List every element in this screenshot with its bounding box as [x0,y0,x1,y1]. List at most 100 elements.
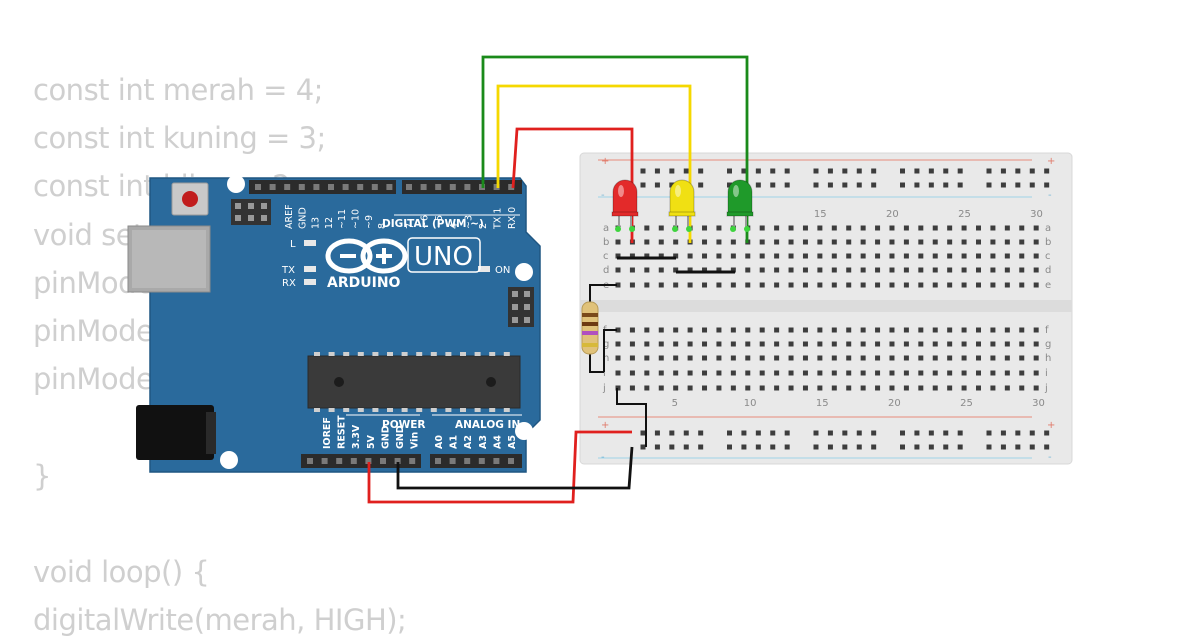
breadboard-hole[interactable] [1019,327,1025,333]
breadboard-hole[interactable] [990,341,996,347]
breadboard-hole[interactable] [846,282,852,288]
breadboard-hole[interactable] [702,341,708,347]
breadboard-hole[interactable] [961,355,967,361]
breadboard-hole[interactable] [615,327,621,333]
header-pin[interactable] [371,184,378,190]
breadboard-hole[interactable] [860,370,866,376]
breadboard-hole[interactable] [875,225,881,231]
breadboard-hole[interactable] [860,355,866,361]
breadboard-hole[interactable] [745,355,751,361]
breadboard-hole[interactable] [702,327,708,333]
header-pin[interactable] [406,184,412,190]
breadboard-hole[interactable] [759,370,765,376]
breadboard-hole[interactable] [759,385,765,391]
breadboard-hole[interactable] [759,341,765,347]
breadboard-hole[interactable] [976,385,981,391]
breadboard-hole[interactable] [846,225,852,231]
breadboard-hole[interactable] [644,253,650,259]
breadboard-hole[interactable] [788,355,794,361]
breadboard-hole[interactable] [774,327,780,333]
breadboard-hole[interactable] [976,239,981,245]
breadboard-hole[interactable] [774,225,780,231]
breadboard-hole[interactable] [629,267,635,273]
rail-hole[interactable] [827,182,833,188]
breadboard-hole[interactable] [687,327,693,333]
breadboard-hole[interactable] [1019,267,1025,273]
breadboard-hole[interactable] [889,355,895,361]
breadboard-hole[interactable] [759,267,765,273]
breadboard-hole[interactable] [860,253,866,259]
rail-hole[interactable] [669,430,675,436]
header-pin[interactable] [493,458,500,464]
red-power-wire[interactable] [367,430,632,504]
breadboard-hole[interactable] [644,225,650,231]
breadboard-hole[interactable] [716,355,722,361]
breadboard-hole[interactable] [673,341,679,347]
rail-hole[interactable] [900,168,905,174]
rail-hole[interactable] [1029,444,1035,450]
breadboard-hole[interactable] [1033,282,1039,288]
breadboard-hole[interactable] [802,370,808,376]
rail-hole[interactable] [813,168,819,174]
resistor[interactable] [581,284,617,373]
breadboard-hole[interactable] [889,253,895,259]
breadboard-hole[interactable] [788,253,794,259]
breadboard-hole[interactable] [875,267,881,273]
rail-hole[interactable] [1044,168,1050,174]
rail-hole[interactable] [928,168,934,174]
breadboard-hole[interactable] [990,267,996,273]
breadboard-hole[interactable] [1004,239,1010,245]
breadboard-hole[interactable] [802,239,808,245]
breadboard-hole[interactable] [918,385,924,391]
breadboard-hole[interactable] [687,370,693,376]
breadboard-hole[interactable] [947,239,953,245]
breadboard-hole[interactable] [831,341,837,347]
rail-hole[interactable] [842,168,848,174]
rail-hole[interactable] [900,430,905,436]
breadboard-hole[interactable] [1004,341,1010,347]
breadboard-hole[interactable] [1033,267,1039,273]
rail-hole[interactable] [1044,444,1050,450]
breadboard-hole[interactable] [846,239,852,245]
breadboard-hole[interactable] [990,239,996,245]
rail-hole[interactable] [813,444,819,450]
breadboard-hole[interactable] [1033,225,1039,231]
breadboard-hole[interactable] [629,327,635,333]
rail-hole[interactable] [842,182,848,188]
green-led[interactable] [726,179,754,232]
breadboard-hole[interactable] [774,267,780,273]
breadboard-hole[interactable] [615,355,621,361]
rail-hole[interactable] [928,430,934,436]
header-pin[interactable] [409,458,416,464]
breadboard-hole[interactable] [932,239,938,245]
breadboard-hole[interactable] [1033,239,1039,245]
breadboard-hole[interactable] [831,282,837,288]
breadboard-hole[interactable] [802,282,808,288]
breadboard-hole[interactable] [875,341,881,347]
rail-hole[interactable] [770,444,776,450]
breadboard-hole[interactable] [875,253,881,259]
header-pin[interactable] [357,184,364,190]
breadboard-hole[interactable] [860,282,866,288]
breadboard-hole[interactable] [932,327,938,333]
breadboard-hole[interactable] [759,282,765,288]
breadboard-hole[interactable] [976,282,981,288]
breadboard-hole[interactable] [759,327,765,333]
breadboard-hole[interactable] [774,239,780,245]
rail-hole[interactable] [914,444,920,450]
breadboard-hole[interactable] [1004,253,1010,259]
breadboard-hole[interactable] [918,282,924,288]
breadboard-hole[interactable] [716,239,722,245]
breadboard-hole[interactable] [961,370,967,376]
breadboard-hole[interactable] [846,370,852,376]
breadboard-hole[interactable] [673,239,679,245]
breadboard-hole[interactable] [644,239,650,245]
rail-hole[interactable] [727,168,732,174]
breadboard-hole[interactable] [658,225,664,231]
breadboard-hole[interactable] [875,385,881,391]
breadboard-hole[interactable] [802,327,808,333]
breadboard-hole[interactable] [644,282,650,288]
breadboard-hole[interactable] [961,282,967,288]
header-pin[interactable] [328,184,334,190]
breadboard-hole[interactable] [745,370,751,376]
